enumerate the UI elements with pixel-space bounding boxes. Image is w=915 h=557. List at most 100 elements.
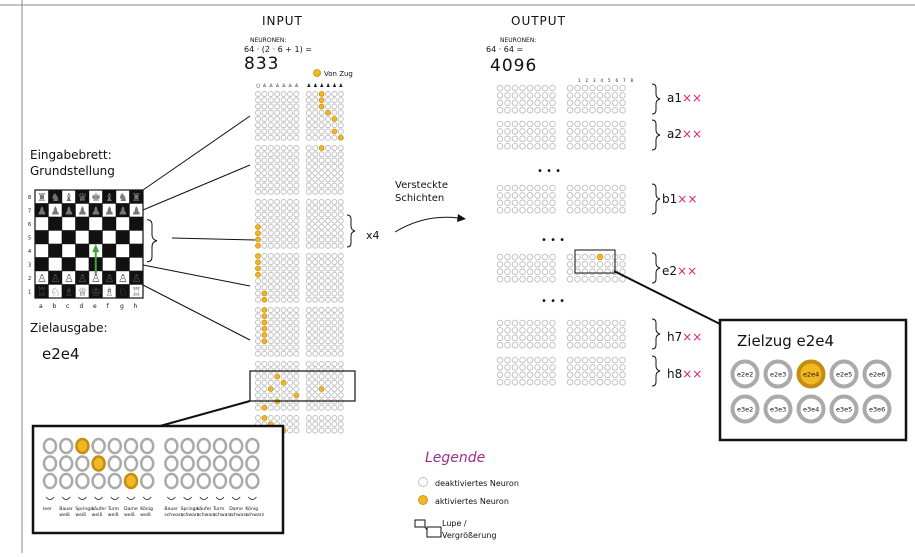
zoom-output-neurons	[730, 359, 892, 424]
output-neuron	[589, 106, 596, 114]
output-neuron	[596, 206, 604, 214]
input-neuron	[318, 421, 325, 428]
output-neuron	[504, 275, 511, 283]
zoom-input-neuron	[58, 472, 74, 490]
input-neuron	[331, 290, 338, 297]
output-neuron	[566, 334, 574, 342]
input-neuron	[255, 338, 261, 345]
zoom-input-label: schwarz	[245, 512, 264, 518]
output-neuron	[511, 199, 519, 207]
input-neuron	[312, 325, 319, 332]
output-neuron	[589, 253, 596, 261]
input-neuron	[255, 386, 261, 392]
zoom-input-bracket	[199, 496, 209, 500]
zoom-input-bracket	[94, 496, 103, 500]
output-neuron	[496, 268, 504, 276]
input-neuron	[318, 313, 325, 320]
board-square	[129, 216, 144, 231]
input-title: INPUT	[262, 14, 303, 28]
zoom-output-neuron	[730, 359, 760, 389]
white-pawn: ♙	[37, 272, 47, 285]
output-neuron	[574, 371, 581, 379]
input-neuron	[274, 350, 281, 357]
zoom-input-neuron	[75, 472, 90, 490]
input-neuron	[267, 145, 274, 151]
output-neuron	[549, 135, 556, 143]
input-neuron	[337, 319, 344, 326]
input-neuron	[293, 427, 300, 434]
output-neuron	[581, 142, 589, 150]
input-neuron	[325, 134, 331, 141]
input-neuron	[287, 350, 293, 357]
input-neuron	[261, 361, 268, 367]
input-neuron	[287, 271, 293, 278]
input-neuron	[274, 404, 281, 411]
input-neuron	[293, 253, 300, 259]
piece-type-icon: ♙	[269, 83, 273, 89]
input-neuron	[305, 392, 312, 399]
output-neuron	[541, 364, 549, 371]
input-neuron	[318, 319, 325, 326]
input-neuron	[261, 259, 268, 266]
input-neuron	[325, 373, 331, 380]
input-neuron	[325, 176, 331, 183]
input-neuron	[312, 230, 319, 237]
group-label-e2: e2××	[662, 264, 698, 278]
input-neuron	[287, 97, 293, 104]
input-neuron	[318, 361, 325, 367]
input-neuron	[318, 404, 325, 411]
output-neuron	[566, 92, 574, 99]
zoom-output-neuron-label: e3e4	[803, 406, 819, 414]
output-neuron	[496, 341, 504, 349]
input-neuron	[305, 188, 312, 195]
input-neuron	[325, 284, 331, 291]
zoom-input-neuron	[58, 455, 74, 472]
output-neuron	[511, 106, 519, 114]
output-neuron	[604, 364, 611, 371]
input-neuron	[293, 415, 300, 421]
output-neuron	[534, 334, 541, 342]
input-neuron	[293, 182, 300, 189]
input-neuron	[287, 284, 293, 291]
board-square	[102, 257, 117, 272]
output-neuron	[596, 334, 604, 342]
black-piece: ♝	[64, 191, 74, 204]
active-neuron	[91, 455, 106, 472]
output-neuron	[511, 142, 519, 150]
input-neuron	[280, 361, 287, 367]
input-neuron	[280, 134, 287, 141]
white-pawn: ♙	[51, 272, 61, 285]
input-neuron-count: 833	[244, 54, 280, 74]
input-neuron	[312, 224, 319, 230]
input-neuron	[280, 278, 287, 284]
zoom-input-label: Läufer	[92, 506, 107, 512]
white-piece: ♕	[78, 286, 88, 299]
input-neuron	[280, 199, 287, 205]
input-neuron	[331, 97, 338, 104]
output-neuron	[574, 364, 581, 371]
output-neuron	[596, 99, 604, 107]
input-neuron	[293, 367, 300, 374]
output-neuron	[596, 106, 604, 114]
input-neuron	[261, 367, 268, 374]
output-neuron	[596, 356, 604, 364]
board-square	[34, 243, 49, 258]
input-neuron	[267, 128, 274, 135]
output-neuron	[589, 356, 596, 364]
zoom-input-neuron	[212, 437, 228, 455]
output-neuron	[589, 135, 596, 143]
output-neuron	[566, 319, 574, 327]
active-neuron	[318, 91, 325, 97]
output-neuron	[574, 106, 581, 114]
output-neuron	[574, 142, 581, 150]
board-square	[75, 257, 90, 272]
zoom-input-label: schwarz	[229, 512, 248, 518]
input-neuron	[318, 296, 325, 303]
active-neuron	[331, 116, 338, 122]
board-square	[34, 257, 49, 272]
zoom-output-neuron-label: e2e4	[803, 371, 819, 379]
input-neuron	[305, 182, 312, 189]
input-neuron	[255, 128, 261, 135]
input-neuron	[293, 116, 300, 122]
side-to-move-indicator	[313, 69, 321, 77]
